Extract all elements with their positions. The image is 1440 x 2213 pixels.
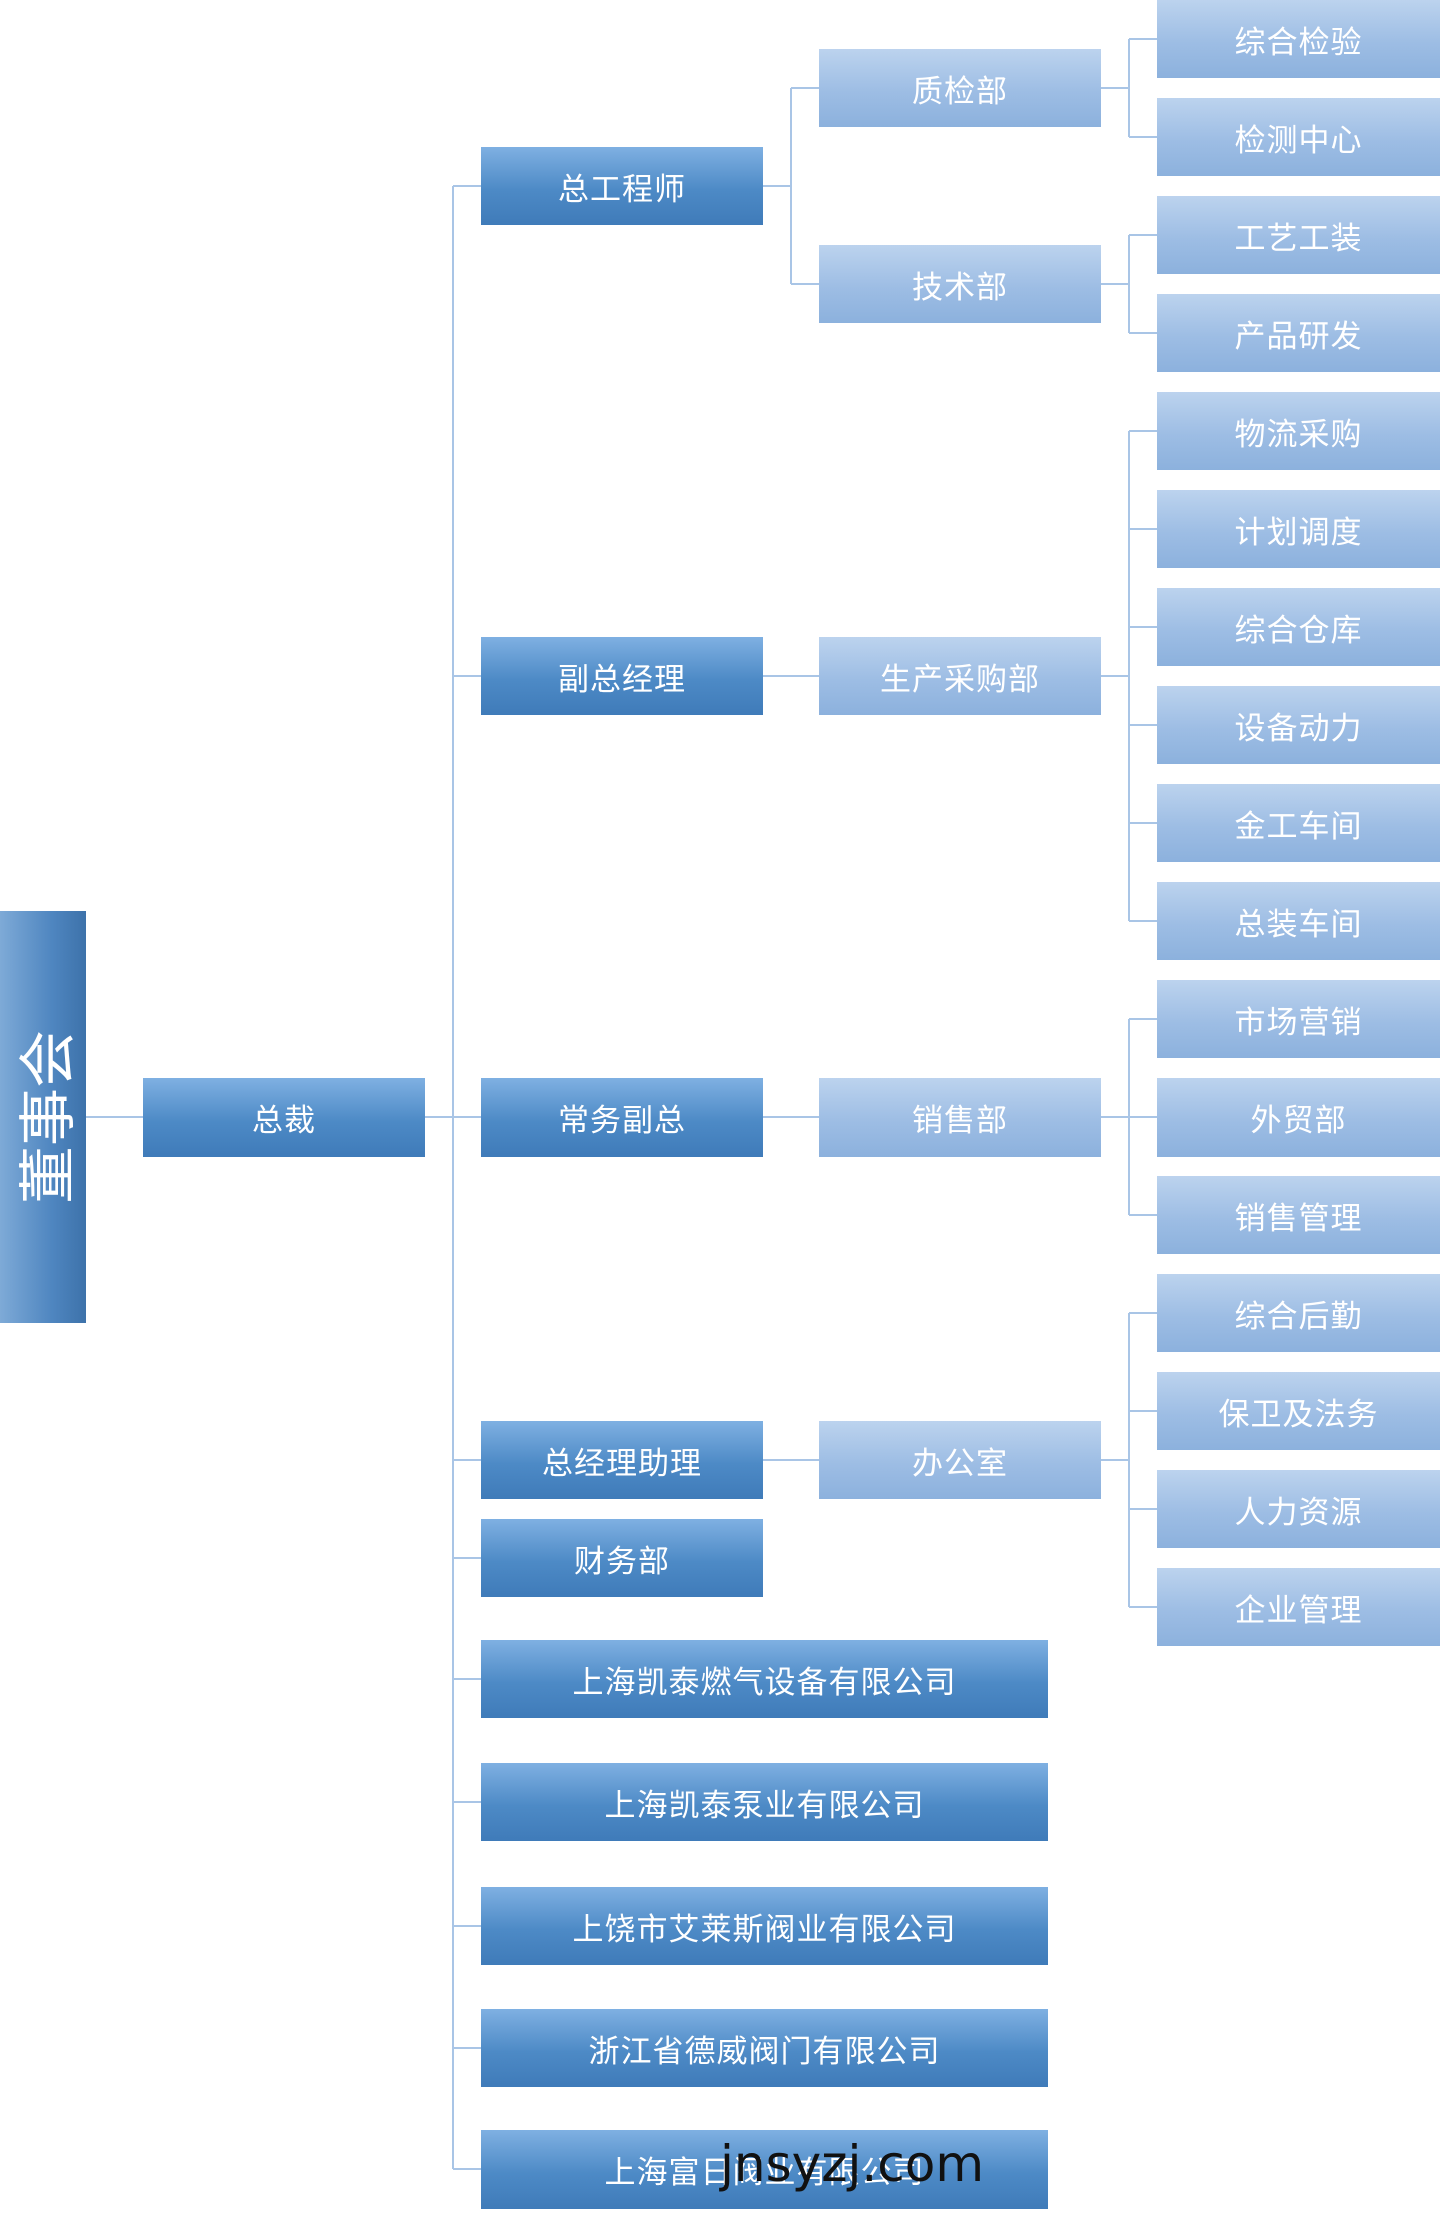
unit-node: 物流采购 — [1157, 392, 1440, 470]
chief-engineer-node: 总工程师 — [481, 147, 763, 225]
subsidiary-node: 浙江省德威阀门有限公司 — [481, 2009, 1048, 2087]
unit-node: 计划调度 — [1157, 490, 1440, 568]
unit-node: 金工车间 — [1157, 784, 1440, 862]
unit-node: 综合检验 — [1157, 0, 1440, 78]
unit-node: 综合后勤 — [1157, 1274, 1440, 1352]
unit-node: 设备动力 — [1157, 686, 1440, 764]
subsidiary-node: 上海凯泰燃气设备有限公司 — [481, 1640, 1048, 1718]
unit-node: 检测中心 — [1157, 98, 1440, 176]
board-label: 董事会 — [14, 1029, 83, 1205]
unit-node: 产品研发 — [1157, 294, 1440, 372]
board-node: 董事会 — [0, 911, 86, 1323]
qc-dept-node: 质检部 — [819, 49, 1101, 127]
vice-gm-node: 副总经理 — [481, 637, 763, 715]
unit-node: 综合仓库 — [1157, 588, 1440, 666]
unit-node: 外贸部 — [1157, 1078, 1440, 1157]
subsidiary-node: 上饶市艾莱斯阀业有限公司 — [481, 1887, 1048, 1965]
sales-dept-node: 销售部 — [819, 1078, 1101, 1157]
tech-dept-node: 技术部 — [819, 245, 1101, 323]
executive-vp-node: 常务副总 — [481, 1078, 763, 1157]
office-dept-node: 办公室 — [819, 1421, 1101, 1499]
watermark-text: jnsyzj.com — [720, 2135, 985, 2193]
production-purchase-dept-node: 生产采购部 — [819, 637, 1101, 715]
finance-node: 财务部 — [481, 1519, 763, 1597]
subsidiary-node: 上海富日阀业有限公司 — [481, 2130, 1048, 2209]
unit-node: 人力资源 — [1157, 1470, 1440, 1548]
gm-assistant-node: 总经理助理 — [481, 1421, 763, 1499]
unit-node: 企业管理 — [1157, 1568, 1440, 1646]
unit-node: 市场营销 — [1157, 980, 1440, 1058]
unit-node: 总装车间 — [1157, 882, 1440, 960]
unit-node: 销售管理 — [1157, 1176, 1440, 1254]
subsidiary-node: 上海凯泰泵业有限公司 — [481, 1763, 1048, 1841]
unit-node: 工艺工装 — [1157, 196, 1440, 274]
president-node: 总裁 — [143, 1078, 425, 1157]
unit-node: 保卫及法务 — [1157, 1372, 1440, 1450]
